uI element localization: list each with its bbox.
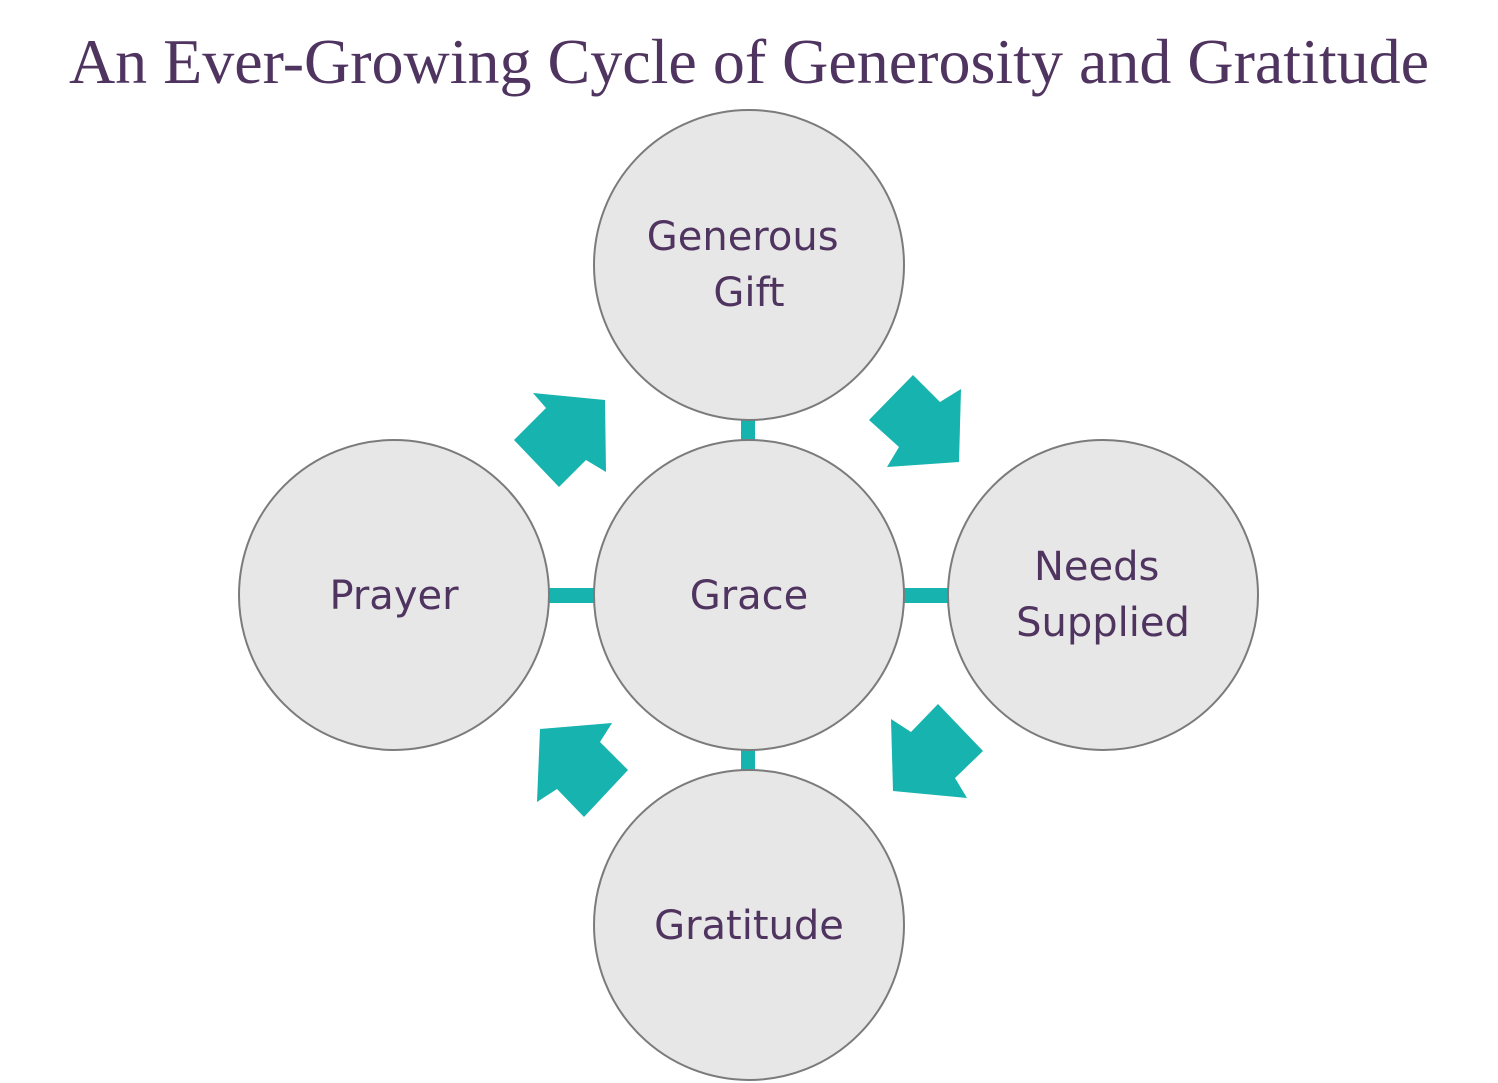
connector-left [549, 588, 594, 603]
node-top-label: Generous Gift [647, 214, 852, 316]
arrow-needs-to-gratitude-icon [891, 704, 983, 798]
node-right: Needs Supplied [947, 439, 1259, 751]
connector-top [741, 420, 755, 440]
node-right-label: Needs Supplied [1016, 544, 1190, 646]
arrow-gift-to-needs-icon [869, 375, 961, 467]
arrow-gratitude-to-prayer-icon [537, 723, 628, 817]
arrow-prayer-to-gift-icon [514, 393, 606, 487]
node-bottom-label: Gratitude [654, 903, 844, 949]
connector-right [904, 588, 948, 603]
node-left: Prayer [238, 439, 550, 751]
page-title: An Ever-Growing Cycle of Generosity and … [68, 26, 1430, 97]
node-center: Grace [593, 439, 905, 751]
node-left-label: Prayer [329, 573, 459, 619]
node-bottom: Gratitude [593, 769, 905, 1081]
node-center-label: Grace [690, 573, 809, 619]
node-top: Generous Gift [593, 109, 905, 421]
connector-bottom [741, 750, 755, 770]
